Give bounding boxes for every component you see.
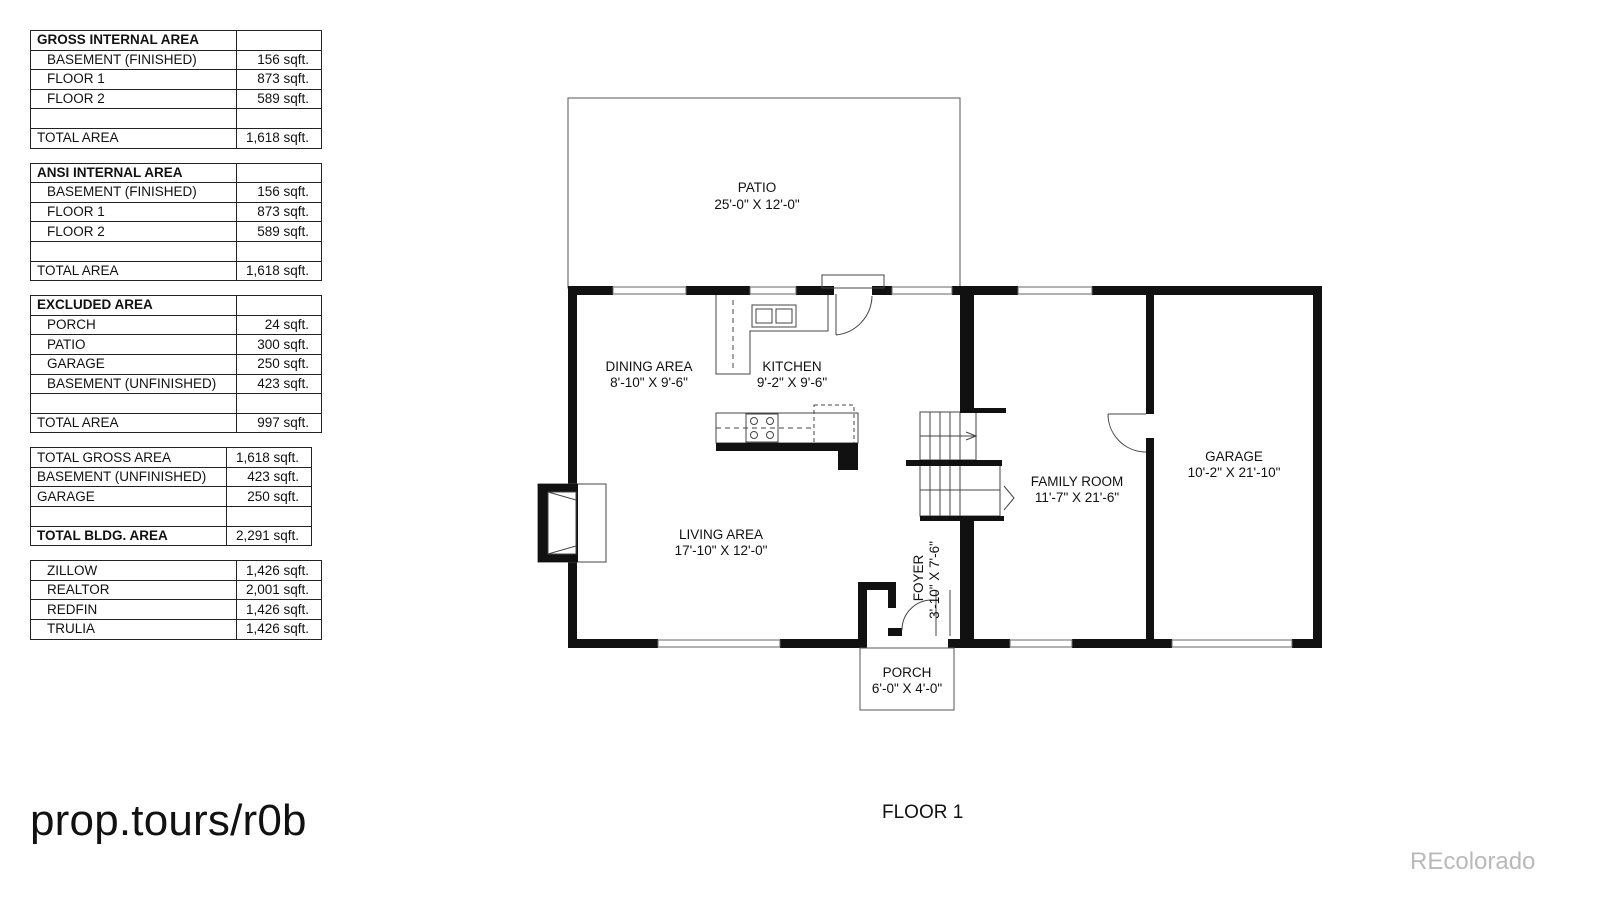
- table-row: [30, 506, 312, 527]
- patio-label: PATIO: [738, 180, 777, 195]
- floor-title: FLOOR 1: [882, 802, 964, 823]
- kitchen-island-base: [716, 443, 858, 470]
- row-value: 873 sqft.: [236, 69, 322, 90]
- foyer-label: FOYER: [911, 555, 926, 602]
- garage-dims: 10'-2" X 21'-10": [1188, 465, 1281, 480]
- row-label: BASEMENT (UNFINISHED): [30, 466, 227, 488]
- fireplace: [537, 483, 607, 563]
- row-value: 423 sqft.: [226, 466, 312, 488]
- kitchen-dims: 9'-2" X 9'-6": [757, 375, 827, 390]
- stair-walls: [906, 408, 1006, 521]
- row-label: TOTAL AREA: [30, 127, 237, 149]
- row-value: 1,618 sqft.: [226, 447, 312, 468]
- table-heading-row: ANSI INTERNAL AREA: [30, 162, 322, 184]
- row-value: 1,426 sqft.: [236, 619, 322, 640]
- brand-watermark: REcolorado: [1410, 848, 1536, 875]
- row-value: 997 sqft.: [236, 412, 322, 434]
- table-row: BASEMENT (UNFINISHED)423 sqft.: [30, 466, 312, 488]
- table-row: BASEMENT (FINISHED)156 sqft.: [30, 49, 322, 71]
- windows: [612, 286, 1293, 648]
- dining-label: DINING AREA: [605, 359, 692, 374]
- porch-dims: 6'-0" X 4'-0": [872, 681, 942, 696]
- kitchen-label: KITCHEN: [762, 359, 821, 374]
- row-value: 1,426 sqft.: [236, 599, 322, 621]
- exterior-walls: [568, 286, 1322, 648]
- row-label: TOTAL AREA: [30, 412, 237, 434]
- row-label: TOTAL AREA: [30, 260, 237, 282]
- patio-dims: 25'-0" X 12'-0": [714, 197, 799, 212]
- table-heading: ANSI INTERNAL AREA: [30, 162, 237, 184]
- row-value: 2,291 sqft.: [226, 525, 312, 547]
- porch-label: PORCH: [883, 665, 932, 680]
- row-label: TOTAL BLDG. AREA: [30, 525, 227, 547]
- row-value: 300 sqft.: [236, 334, 322, 355]
- short-url[interactable]: prop.tours/r0b: [30, 796, 307, 845]
- row-value: 589 sqft.: [236, 88, 322, 110]
- back-door-symbol: [821, 274, 885, 336]
- row-value: 1,618 sqft.: [236, 127, 322, 149]
- family-label: FAMILY ROOM: [1031, 474, 1124, 489]
- row-value: 1,618 sqft.: [236, 260, 322, 282]
- garage-door-symbol: [1107, 413, 1147, 453]
- living-label: LIVING AREA: [679, 527, 763, 542]
- row-label: PORCH: [30, 314, 237, 336]
- living-dims: 17'-10" X 12'-0": [675, 543, 768, 558]
- foyer-dims: 3'-10" X 7'-6": [927, 541, 942, 619]
- family-dims: 11'-7" X 21'-6": [1035, 490, 1119, 505]
- dining-dims: 8'-10" X 9'-6": [610, 375, 688, 390]
- garage-label: GARAGE: [1205, 449, 1263, 464]
- porch-outline: [859, 647, 955, 711]
- row-value: 873 sqft.: [236, 201, 322, 223]
- kitchen-counters: [715, 295, 859, 444]
- table-heading-row: GROSS INTERNAL AREA: [30, 30, 322, 51]
- front-door-symbol: [901, 590, 951, 636]
